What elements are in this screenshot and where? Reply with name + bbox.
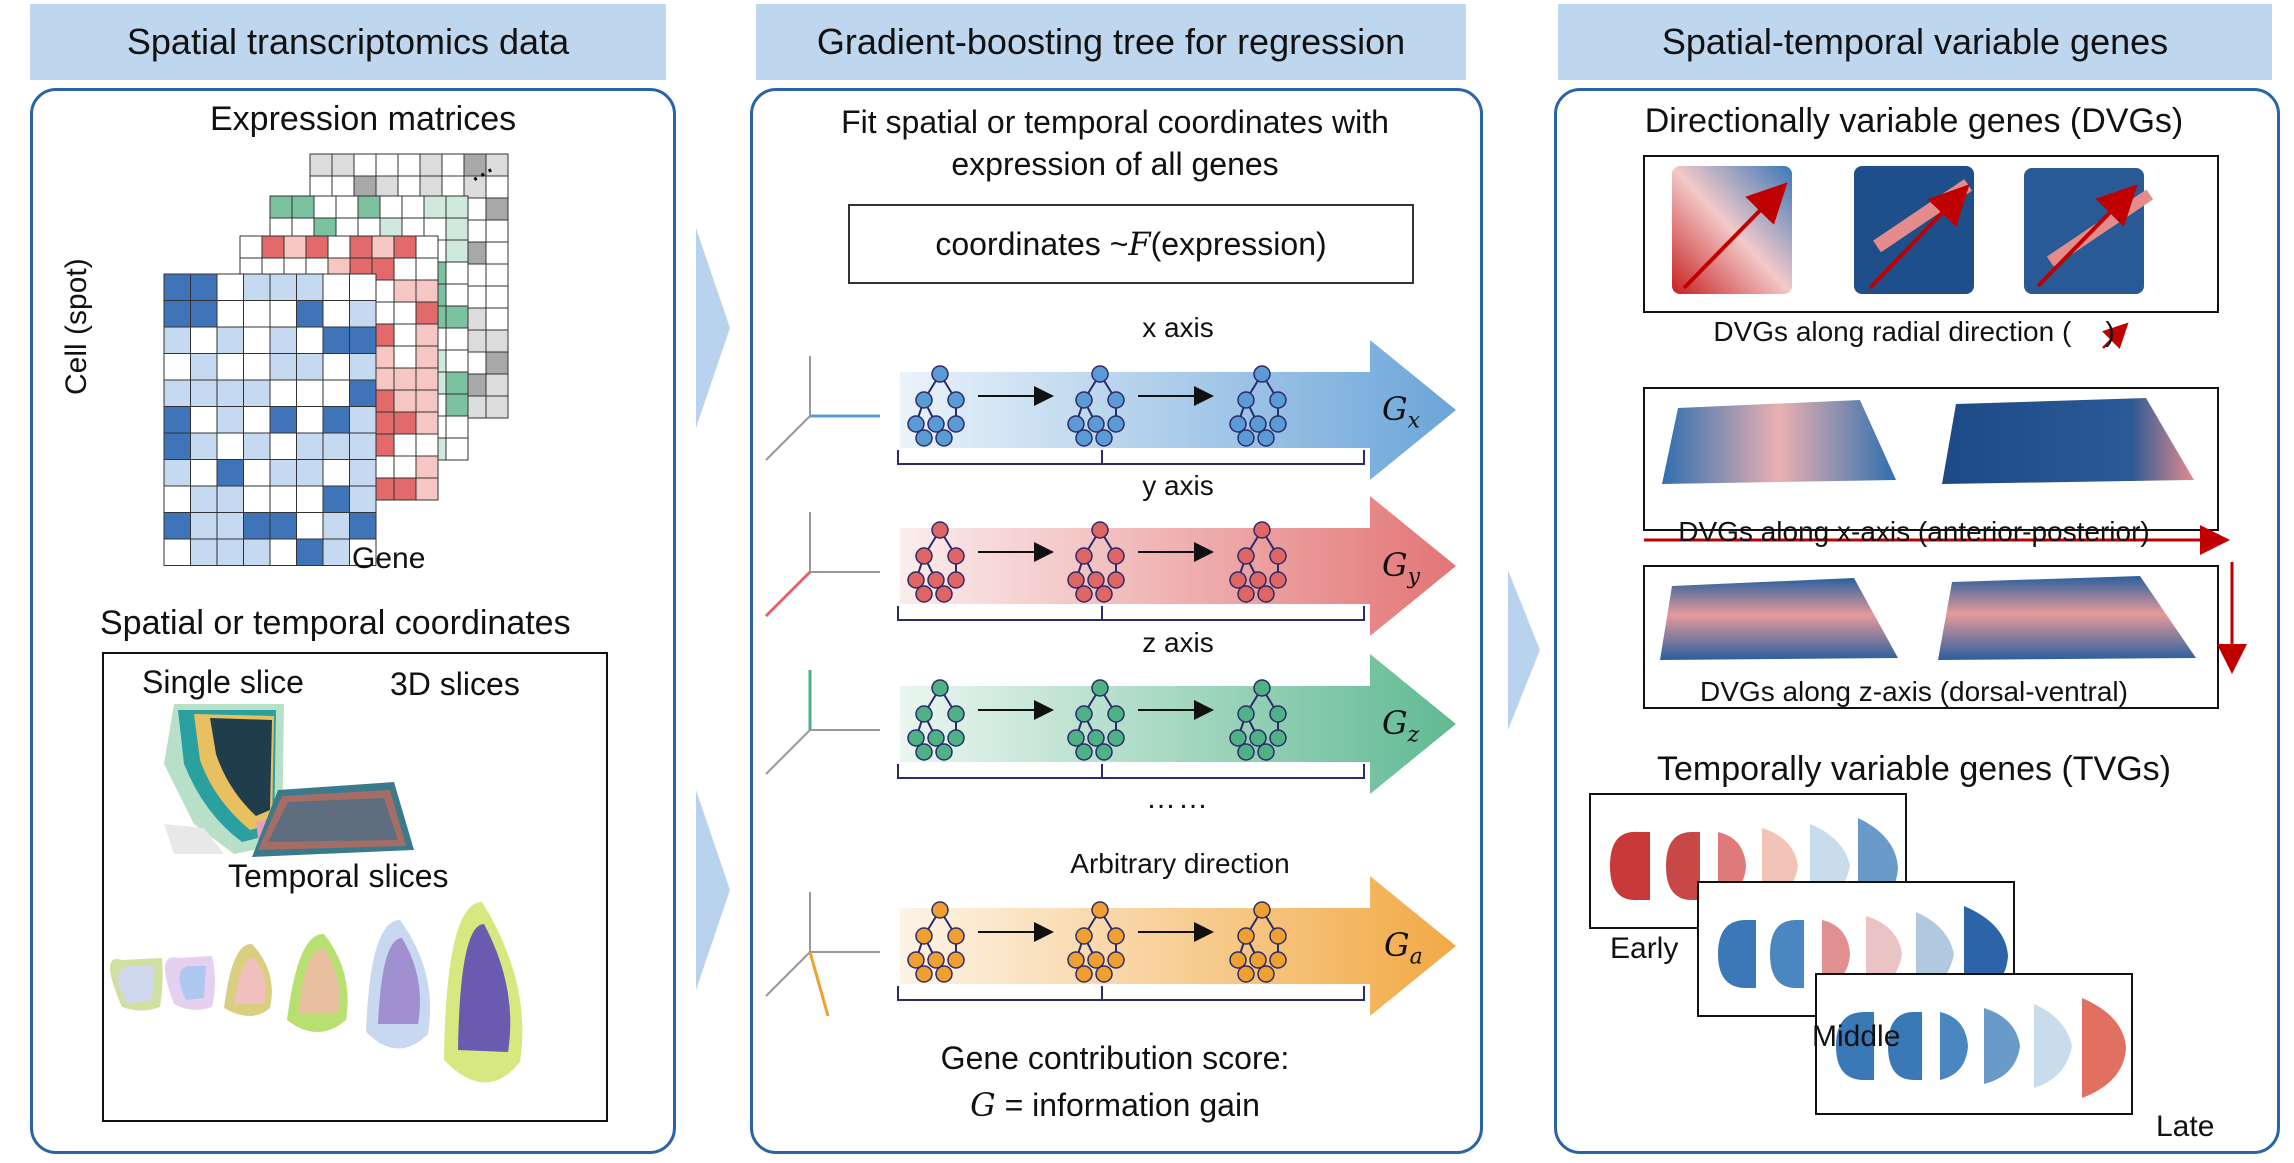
slices-3d-label: 3D slices xyxy=(390,666,520,702)
row-a-g: Ga xyxy=(1384,926,1423,969)
dvg-title: Directionally variable genes (DVGs) xyxy=(1644,102,2184,140)
row-z-g-letter: G xyxy=(1382,704,1408,742)
tvg-late-box xyxy=(1815,973,2133,1115)
row-y-g-sub: y xyxy=(1407,564,1420,590)
row-z-label: z axis xyxy=(1142,627,1214,658)
tvg-late-label: Late xyxy=(2156,1110,2215,1143)
dvg-z-caption: DVGs along z-axis (dorsal-ventral) xyxy=(1700,676,2128,707)
temporal-slices-label: Temporal slices xyxy=(228,858,449,894)
fit-line-2: expression of all genes xyxy=(951,146,1279,182)
header-middle: Gradient-boosting tree for regression xyxy=(756,4,1466,80)
x-axis-label: Gene xyxy=(352,542,426,575)
slices-3d-image xyxy=(252,782,414,857)
y-axis-label: Cell (spot) xyxy=(60,258,93,395)
radial-caption-arrow xyxy=(2102,322,2129,349)
header-right: Spatial-temporal variable genes xyxy=(1558,4,2272,80)
row-arrow xyxy=(900,340,1456,480)
dvg-radial-caption: DVGs along radial direction () xyxy=(1554,316,2274,348)
tvg-middle-label: Middle xyxy=(1812,1020,1901,1053)
score-line-1: Gene contribution score: xyxy=(940,1040,1290,1076)
formula-right: (expression) xyxy=(1150,225,1327,262)
flow-arrow-bottom xyxy=(696,790,730,990)
dvg-radial-images xyxy=(1672,166,2154,294)
coords-box xyxy=(102,652,608,1122)
coordinate-illustrations xyxy=(110,704,523,1083)
axis-highlight xyxy=(808,951,830,1017)
row-a-g-sub: a xyxy=(1409,944,1423,970)
row-x-g: Gx xyxy=(1382,390,1420,433)
row-y-g-letter: G xyxy=(1382,546,1408,584)
row-arrow xyxy=(900,654,1456,794)
boosting-row-0 xyxy=(765,340,1456,480)
flow-arrow-top xyxy=(696,228,730,428)
boosting-row-1 xyxy=(764,496,1456,636)
row-arrow xyxy=(900,876,1456,1016)
tvg-title: Temporally variable genes (TVGs) xyxy=(1657,750,2171,788)
boosting-rows xyxy=(764,340,1456,1017)
boosting-row-3 xyxy=(765,876,1456,1017)
flow-arrow-right xyxy=(1508,570,1540,730)
matrices-title: Expression matrices xyxy=(210,100,517,138)
right-illustrations xyxy=(1589,155,2247,1115)
expression-matrices: ∙∙∙ xyxy=(163,153,509,566)
formula-left: coordinates ~ xyxy=(935,225,1129,262)
row-a-g-letter: G xyxy=(1384,926,1410,964)
radial-caption-end: ) xyxy=(2105,316,2115,347)
matrix-layer-blue xyxy=(163,273,377,566)
row-a-label: Arbitrary direction xyxy=(1070,848,1290,879)
fit-line-1: Fit spatial or temporal coordinates with xyxy=(841,104,1389,140)
row-x-g-letter: G xyxy=(1382,390,1408,428)
score-line-2: G = information gain xyxy=(750,1086,1480,1124)
row-arrow xyxy=(900,496,1456,636)
formula-function: F xyxy=(1128,225,1151,263)
temporal-slices-image xyxy=(110,902,523,1083)
score-gain: = information gain xyxy=(995,1087,1260,1123)
single-slice-image xyxy=(164,704,284,854)
coords-title: Spatial or temporal coordinates xyxy=(100,604,571,642)
boosting-row-2 xyxy=(765,654,1456,794)
row-z-g: Gz xyxy=(1382,704,1419,747)
row-y-g: Gy xyxy=(1382,546,1420,589)
radial-caption-text: DVGs along radial direction ( xyxy=(1713,316,2072,347)
row-y-label: y axis xyxy=(1142,470,1214,501)
single-slice-label: Single slice xyxy=(142,664,304,700)
tvg-early-label: Early xyxy=(1610,932,1679,965)
ellipsis: …… xyxy=(1146,782,1210,815)
axis-highlight xyxy=(764,570,812,618)
row-z-g-sub: z xyxy=(1407,722,1420,748)
dvg-x-caption: DVGs along x-axis (anterior-posterior) xyxy=(1678,516,2150,547)
row-x-g-sub: x xyxy=(1407,408,1420,434)
score-g: G xyxy=(970,1086,996,1124)
row-x-label: x axis xyxy=(1142,312,1214,343)
formula-box: coordinates ~ F (expression) xyxy=(848,204,1414,284)
header-left: Spatial transcriptomics data xyxy=(30,4,666,80)
